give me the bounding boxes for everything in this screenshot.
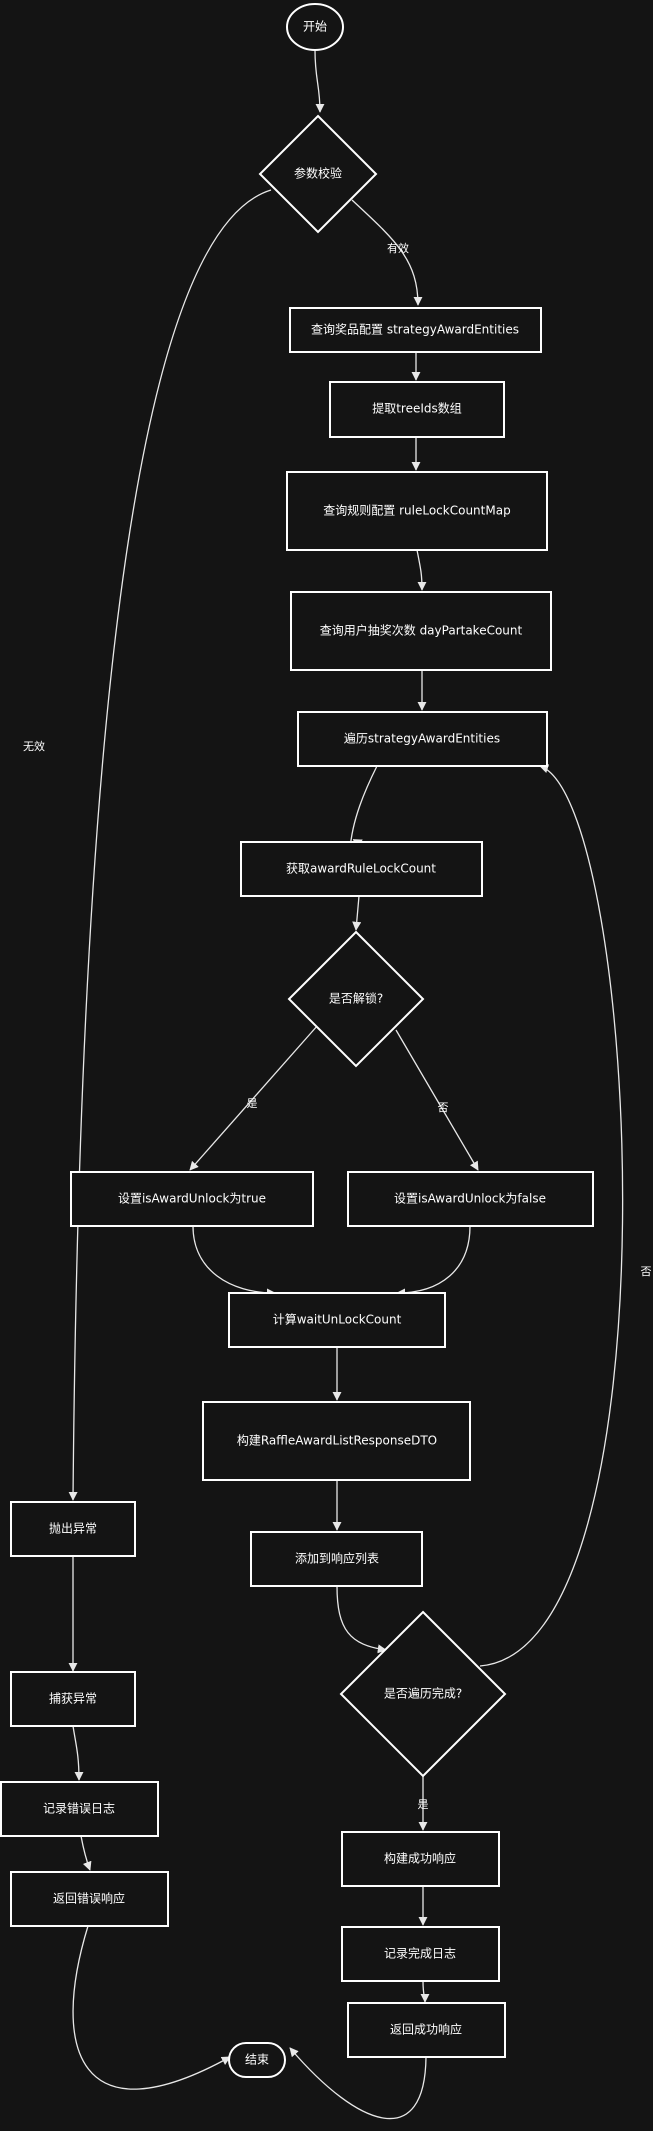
node-extract-tree: 提取treeIds数组 <box>329 381 505 438</box>
node-log-done: 记录完成日志 <box>341 1926 500 1982</box>
edge-log-err-ret-err <box>80 1835 92 1871</box>
edge-label-yes-done: 是 <box>418 1798 429 1811</box>
edge-label-invalid: 无效 <box>23 739 45 753</box>
node-log-err-label: 记录错误日志 <box>43 1802 115 1816</box>
edge-label-yes-unlock: 是 <box>247 1097 258 1110</box>
node-log-done-label: 记录完成日志 <box>384 1946 456 1961</box>
node-query-user-label: 查询用户抽奖次数 dayPartakeCount <box>320 623 523 638</box>
node-get-lock-label: 获取awardRuleLockCount <box>286 862 436 876</box>
node-ret-err-label: 返回错误响应 <box>53 1891 125 1906</box>
node-loop-label: 遍历strategyAwardEntities <box>344 732 500 746</box>
edge-unlock-true <box>189 1024 319 1171</box>
node-calc-wait-label: 计算waitUnLockCount <box>273 1312 402 1327</box>
edge-false-calc <box>396 1225 471 1298</box>
node-ret-err: 返回错误响应 <box>10 1871 169 1927</box>
node-start-label: 开始 <box>303 20 327 34</box>
node-end: 结束 <box>228 2042 286 2078</box>
node-done-decision: 是否遍历完成? <box>339 1610 507 1778</box>
node-set-false-label: 设置isAwardUnlock为false <box>394 1192 546 1206</box>
edge-validate-query-award <box>351 199 423 306</box>
node-validate: 参数校验 <box>258 114 378 234</box>
node-set-false: 设置isAwardUnlock为false <box>347 1171 594 1227</box>
node-loop: 遍历strategyAwardEntities <box>297 711 548 767</box>
node-query-award-label: 查询奖品配置 strategyAwardEntities <box>311 323 519 337</box>
node-add-list: 添加到响应列表 <box>250 1531 423 1587</box>
node-add-list-label: 添加到响应列表 <box>295 1551 379 1566</box>
node-query-rule-label: 查询规则配置 ruleLockCountMap <box>323 503 510 518</box>
node-catch-ex-label: 捕获异常 <box>49 1691 97 1706</box>
edge-ret-ok-end <box>289 2047 427 2120</box>
node-start: 开始 <box>286 3 344 51</box>
node-log-err: 记录错误日志 <box>0 1781 159 1837</box>
node-set-true: 设置isAwardUnlock为true <box>70 1171 314 1227</box>
node-unlock-decision-label: 是否解锁? <box>329 991 383 1006</box>
node-query-rule: 查询规则配置 ruleLockCountMap <box>286 471 548 551</box>
node-build-ok-label: 构建成功响应 <box>384 1851 456 1866</box>
node-unlock-decision: 是否解锁? <box>287 930 425 1068</box>
node-get-lock: 获取awardRuleLockCount <box>240 841 483 897</box>
edge-label-valid: 有效 <box>387 241 409 255</box>
edge-query-rule-query-user <box>416 549 427 591</box>
edge-start-validate <box>314 49 325 113</box>
node-ret-ok-label: 返回成功响应 <box>390 2022 462 2037</box>
node-catch-ex: 捕获异常 <box>10 1671 136 1727</box>
edge-unlock-false <box>395 1029 479 1171</box>
node-ret-ok: 返回成功响应 <box>347 2002 506 2058</box>
node-query-award: 查询奖品配置 strategyAwardEntities <box>289 307 542 353</box>
node-build-dto: 构建RaffleAwardListResponseDTO <box>202 1401 471 1481</box>
node-done-decision-label: 是否遍历完成? <box>384 1686 462 1701</box>
node-extract-tree-label: 提取treeIds数组 <box>372 401 462 416</box>
edge-validate-throw <box>68 189 272 1501</box>
edge-loop-get-lock <box>349 765 378 851</box>
edge-ret-err-end <box>72 1925 231 2090</box>
node-query-user: 查询用户抽奖次数 dayPartakeCount <box>290 591 552 671</box>
edge-done-loop <box>479 764 624 1667</box>
edge-true-calc <box>192 1225 276 1298</box>
edge-label-no-unlock: 否 <box>438 1101 449 1114</box>
node-throw-ex: 抛出异常 <box>10 1501 136 1557</box>
node-end-label: 结束 <box>245 2053 269 2067</box>
edge-add-done <box>336 1585 387 1654</box>
node-calc-wait: 计算waitUnLockCount <box>228 1292 446 1348</box>
edge-get-lock-unlock <box>352 895 362 931</box>
node-build-ok: 构建成功响应 <box>341 1831 500 1887</box>
edge-catch-log-err <box>72 1725 84 1781</box>
edge-log-done-ret-ok <box>420 1980 430 2003</box>
edge-label-no-done: 否 <box>641 1265 652 1278</box>
node-validate-label: 参数校验 <box>294 166 342 181</box>
node-throw-ex-label: 抛出异常 <box>49 1521 97 1536</box>
node-build-dto-label: 构建RaffleAwardListResponseDTO <box>237 1433 437 1448</box>
node-set-true-label: 设置isAwardUnlock为true <box>118 1192 266 1206</box>
